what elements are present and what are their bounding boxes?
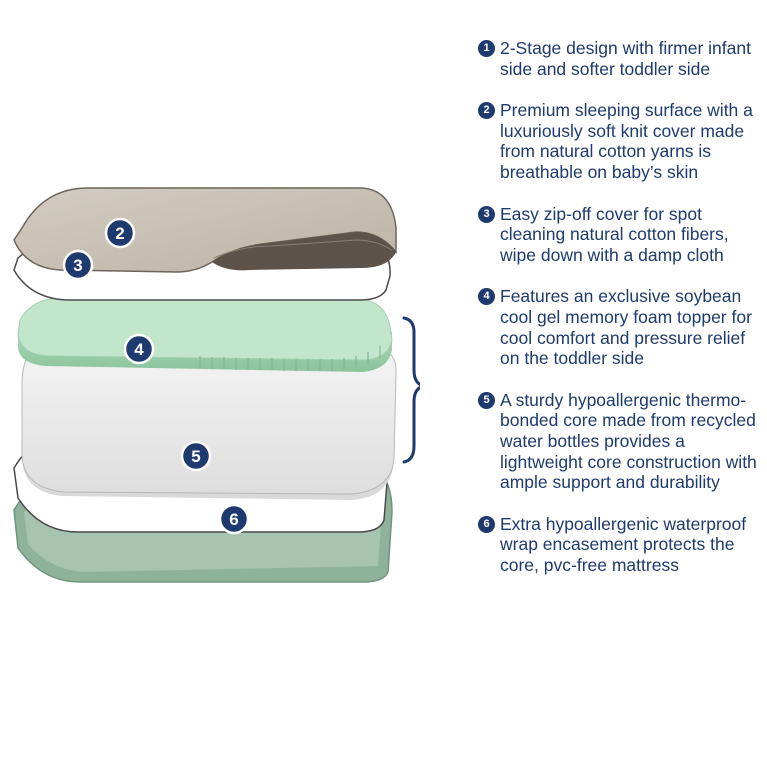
gel-foam-ridges [199,346,381,371]
feature-list: 1 2-Stage design with firmer infant side… [478,38,763,575]
svg-text:3: 3 [73,256,82,275]
svg-text:5: 5 [191,447,200,466]
svg-text:2: 2 [115,224,124,243]
feature-text: 2-Stage design with firmer infant side a… [500,38,751,79]
mattress-layers-illustration: 2 3 4 5 6 1 [13,187,420,583]
feature-number-badge: 3 [478,205,495,223]
knit-cover-peel-shadow [212,232,396,271]
knit-cover-peel-edge [213,239,393,259]
svg-text:4: 4 [134,340,144,359]
feature-item-2: 2 Premium sleeping surface with a luxuri… [478,100,763,182]
feature-item-3: 3 Easy zip-off cover for spot cleaning n… [478,204,763,266]
feature-text: Features an exclusive soybean cool gel m… [500,286,752,369]
feature-number-badge: 2 [478,102,495,120]
marker-4: 4 [123,333,155,365]
feature-item-4: 4 Features an exclusive soybean cool gel… [478,286,763,368]
feature-item-5: 5 A sturdy hypoallergenic thermo-bonded … [478,390,763,493]
feature-text: Extra hypoallergenic waterproof wrap enc… [500,513,747,575]
knit-cover-layer [13,187,397,273]
feature-number-badge: 6 [478,515,495,533]
feature-number-badge: 4 [478,288,495,306]
feature-text: A sturdy hypoallergenic thermo-bonded co… [500,389,757,493]
marker-3: 3 [62,249,94,281]
feature-item-1: 1 2-Stage design with firmer infant side… [478,38,763,79]
gel-foam-top [17,297,393,361]
stage-bracket [402,316,420,464]
svg-text:6: 6 [229,510,238,529]
feature-text: Easy zip-off cover for spot cleaning nat… [500,203,729,265]
feature-number-badge: 1 [478,40,495,57]
marker-5: 5 [180,440,212,472]
feature-item-6: 6 Extra hypoallergenic waterproof wrap e… [478,514,763,576]
marker-6: 6 [218,503,250,535]
feature-number-badge: 5 [478,391,495,409]
feature-text: Premium sleeping surface with a luxuriou… [500,100,753,182]
core-block-top [21,345,397,495]
marker-2: 2 [104,217,136,249]
